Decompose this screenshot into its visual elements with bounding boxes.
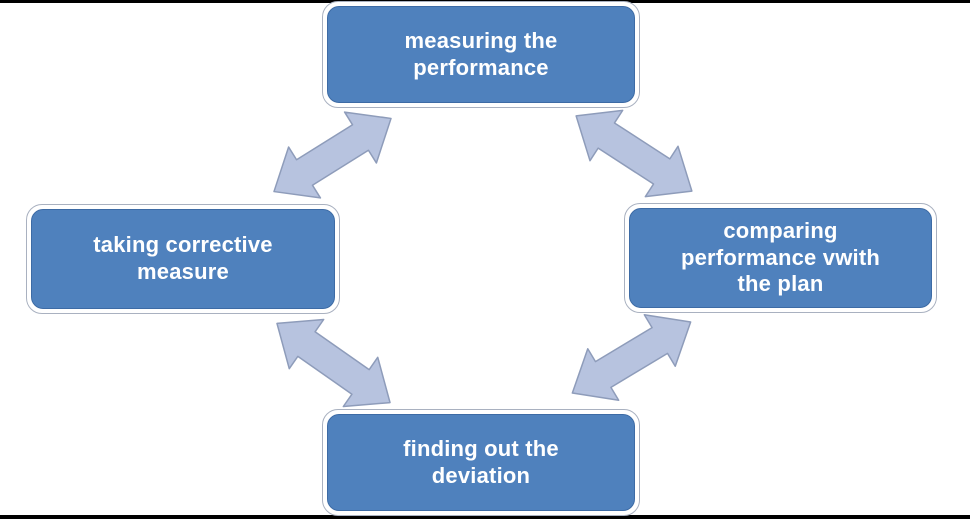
- node-finding-out-deviation: finding out the deviation: [322, 409, 640, 516]
- double-arrow-bottom-right-icon: [571, 314, 692, 401]
- node-label: finding out the deviation: [403, 435, 559, 488]
- node-shape: taking corrective measure: [31, 209, 335, 309]
- node-comparing-performance-with-plan: comparing performance vwith the plan: [624, 203, 937, 313]
- node-taking-corrective-measure: taking corrective measure: [26, 204, 340, 314]
- node-label: comparing performance vwith the plan: [680, 217, 880, 297]
- node-shape: finding out the deviation: [327, 414, 635, 511]
- node-label: measuring the performance: [404, 27, 558, 80]
- node-measuring-performance: measuring the performance: [322, 1, 640, 108]
- node-shape: measuring the performance: [327, 6, 635, 103]
- double-arrow-left-top-icon: [273, 111, 392, 199]
- bottom-border-line: [0, 515, 970, 519]
- node-shape: comparing performance vwith the plan: [629, 208, 932, 308]
- double-arrow-left-bottom-icon: [276, 318, 391, 408]
- node-label: taking corrective measure: [93, 232, 273, 284]
- double-arrow-top-right-icon: [575, 109, 693, 198]
